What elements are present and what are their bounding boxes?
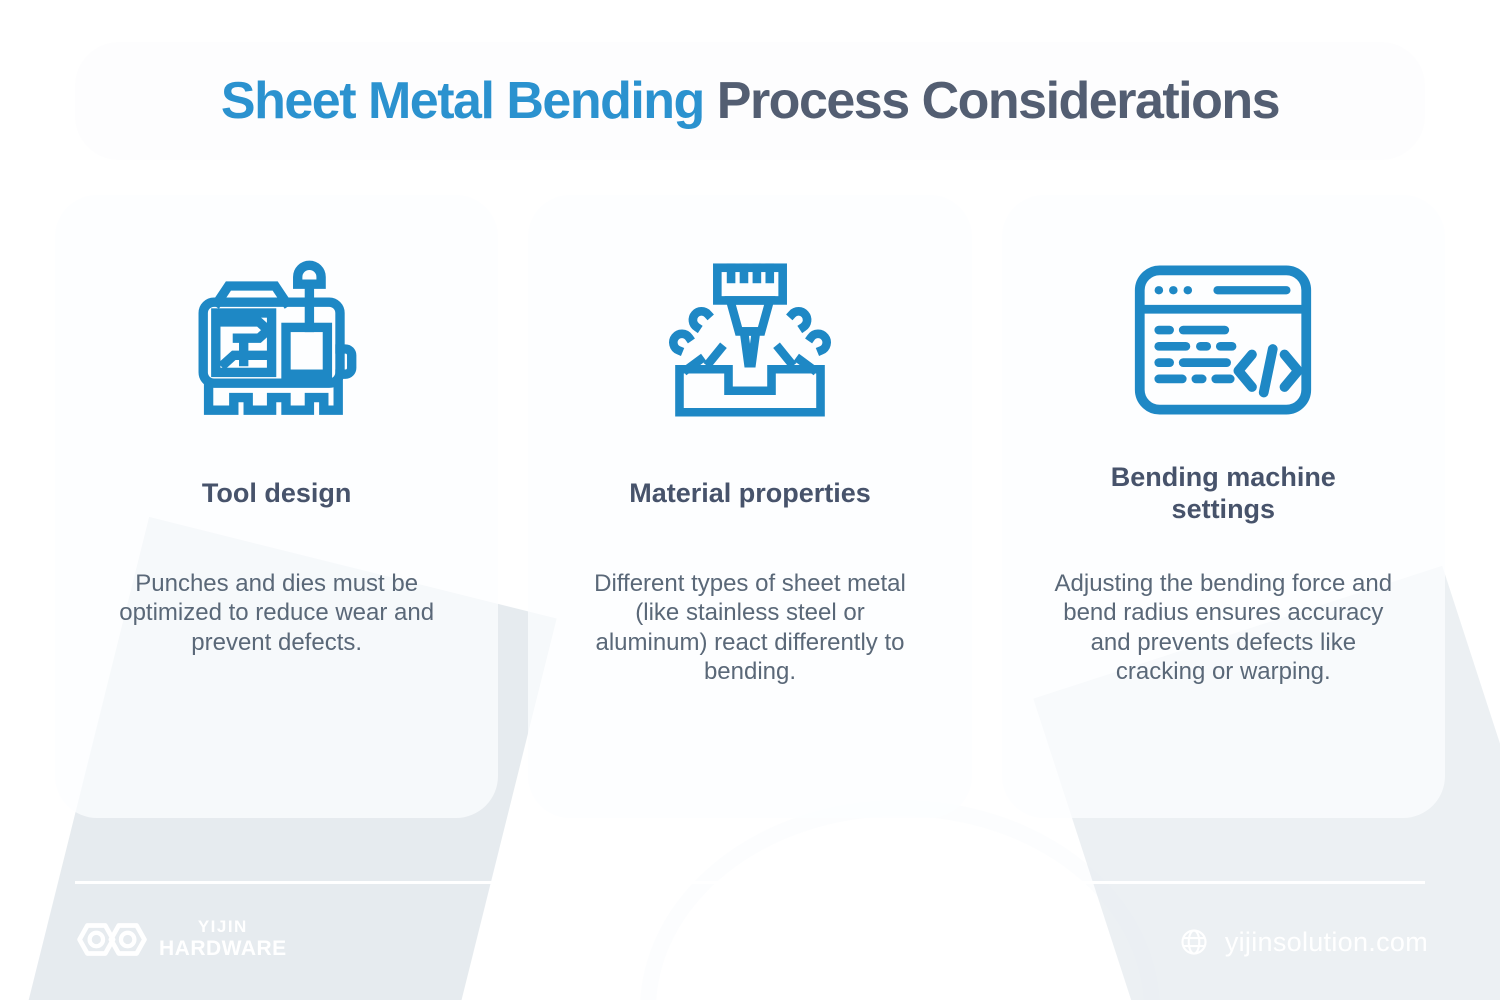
card-tool-design: Tool design Punches and dies must be opt…	[55, 195, 499, 818]
settings-code-window-icon	[1132, 231, 1314, 449]
card-title: Material properties	[629, 477, 871, 508]
infinity-logo-icon	[75, 916, 149, 963]
website-link[interactable]: yijinsolution.com	[1179, 922, 1428, 962]
brand-text: YIJIN HARDWARE	[159, 917, 287, 961]
page-title-rest: Process Considerations	[716, 72, 1281, 130]
background-texture-ring	[640, 800, 1160, 1000]
page-title-highlight: Sheet Metal Bending	[220, 72, 717, 130]
website-url: yijinsolution.com	[1224, 926, 1428, 957]
header: Sheet Metal Bending Process Consideratio…	[75, 42, 1425, 160]
card-body: Punches and dies must be optimized to re…	[119, 570, 435, 656]
punch-and-die-icon	[664, 231, 836, 449]
press-machine-icon	[187, 231, 367, 449]
brand-logo: YIJIN HARDWARE	[75, 908, 287, 970]
card-body: Different types of sheet metal (like sta…	[594, 570, 906, 685]
card-bending-machine-settings: Bending machine settings Adjusting the b…	[1001, 195, 1445, 818]
card-material-properties: Material properties Different types of s…	[528, 195, 972, 818]
card-title: Bending machine settings	[1110, 461, 1336, 524]
footer-divider	[75, 881, 1425, 884]
brand-name-top: YIJIN	[197, 917, 248, 936]
cards-row: Tool design Punches and dies must be opt…	[55, 195, 1445, 818]
globe-icon	[1179, 927, 1209, 957]
page-title: Sheet Metal Bending Process Consideratio…	[220, 71, 1281, 131]
brand-name-bottom: HARDWARE	[159, 937, 287, 960]
card-title: Tool design	[201, 477, 352, 508]
card-body: Adjusting the bending force and bend rad…	[1054, 570, 1393, 685]
